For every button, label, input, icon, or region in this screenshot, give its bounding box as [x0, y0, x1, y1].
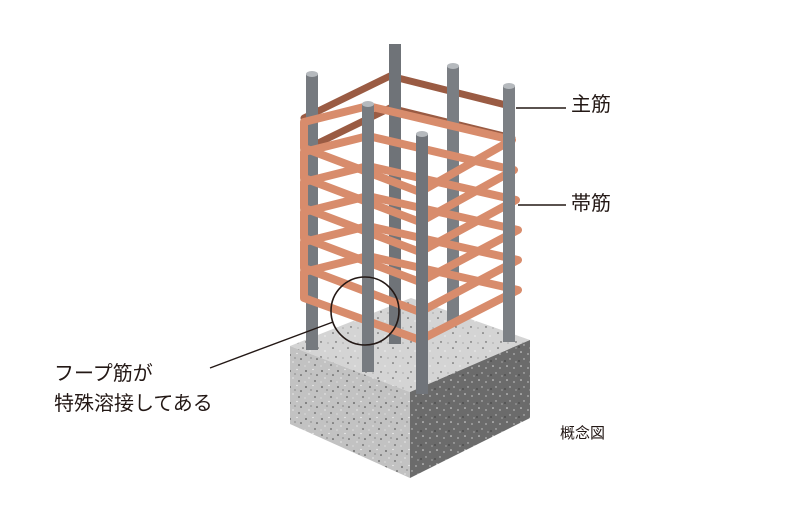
hoop-ring-2 — [300, 132, 518, 226]
hoop-ring-4 — [300, 192, 522, 286]
rebar-cap — [503, 83, 515, 89]
weld-highlight-circle — [330, 276, 400, 346]
rebar-cap — [447, 63, 459, 69]
rebar-front-left — [362, 104, 374, 372]
concrete-side-face — [410, 340, 530, 478]
rebar-front-right — [503, 86, 515, 342]
main-rebar-label: 主筋 — [571, 92, 611, 116]
concrete-top-face — [290, 298, 530, 392]
concrete-front-face — [290, 346, 410, 478]
hoop-ring-3 — [300, 162, 520, 256]
hoop-ring-6 — [300, 252, 522, 344]
leader-weld-note — [209, 321, 334, 369]
rebar-front-center — [416, 134, 428, 394]
hoop-front-rings — [300, 102, 522, 344]
hoop-ring-1 — [300, 102, 516, 196]
leader-lines — [209, 107, 566, 369]
rebar-back-right — [447, 66, 459, 324]
weld-note-label: フープ筋が 特殊溶接してある — [54, 358, 213, 418]
concept-diagram-label: 概念図 — [560, 424, 606, 442]
hoop-rebar-label: 帯筋 — [571, 191, 611, 215]
rebar-cap — [362, 101, 374, 107]
rebar-cap — [306, 71, 318, 77]
weld-note-line-1: フープ筋が — [54, 361, 153, 385]
rebar-cap — [416, 131, 428, 137]
weld-note-line-2: 特殊溶接してある — [54, 391, 213, 415]
hoop-ring-5 — [300, 222, 522, 316]
rebar-front — [362, 83, 515, 394]
concrete-base — [290, 298, 530, 478]
